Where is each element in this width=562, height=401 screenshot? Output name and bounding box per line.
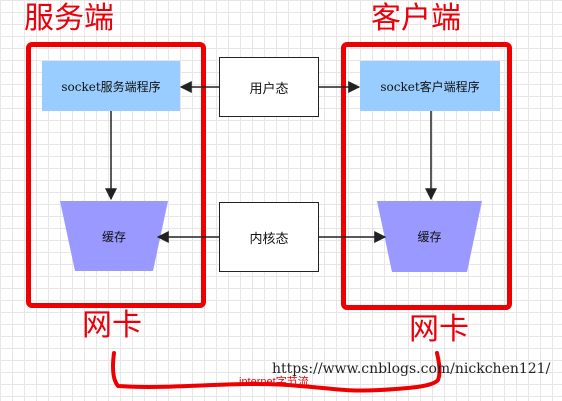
server-cache-shape	[60, 201, 168, 271]
network-label: internet字节流	[239, 376, 309, 388]
client-cache-label: 缓存	[417, 230, 442, 244]
client-frame	[341, 42, 512, 310]
server-title: 服务端	[24, 1, 114, 36]
network-link	[111, 351, 442, 393]
user-mode-box: 用户态	[219, 57, 319, 117]
watermark-url: https://www.cnblogs.com/nickchen121/	[272, 361, 551, 377]
server-program-box: socket服务端程序	[42, 61, 180, 111]
client-title: 客户端	[371, 1, 461, 36]
server-cache-label: 缓存	[101, 229, 126, 244]
client-cache-shape	[377, 201, 482, 272]
server-nic-label: 网卡	[82, 308, 142, 343]
kernel-mode-box: 内核态	[219, 202, 319, 272]
client-nic-label: 网卡	[409, 312, 469, 347]
client-program-box: socket客户端程序	[360, 61, 500, 111]
server-frame	[26, 42, 206, 308]
